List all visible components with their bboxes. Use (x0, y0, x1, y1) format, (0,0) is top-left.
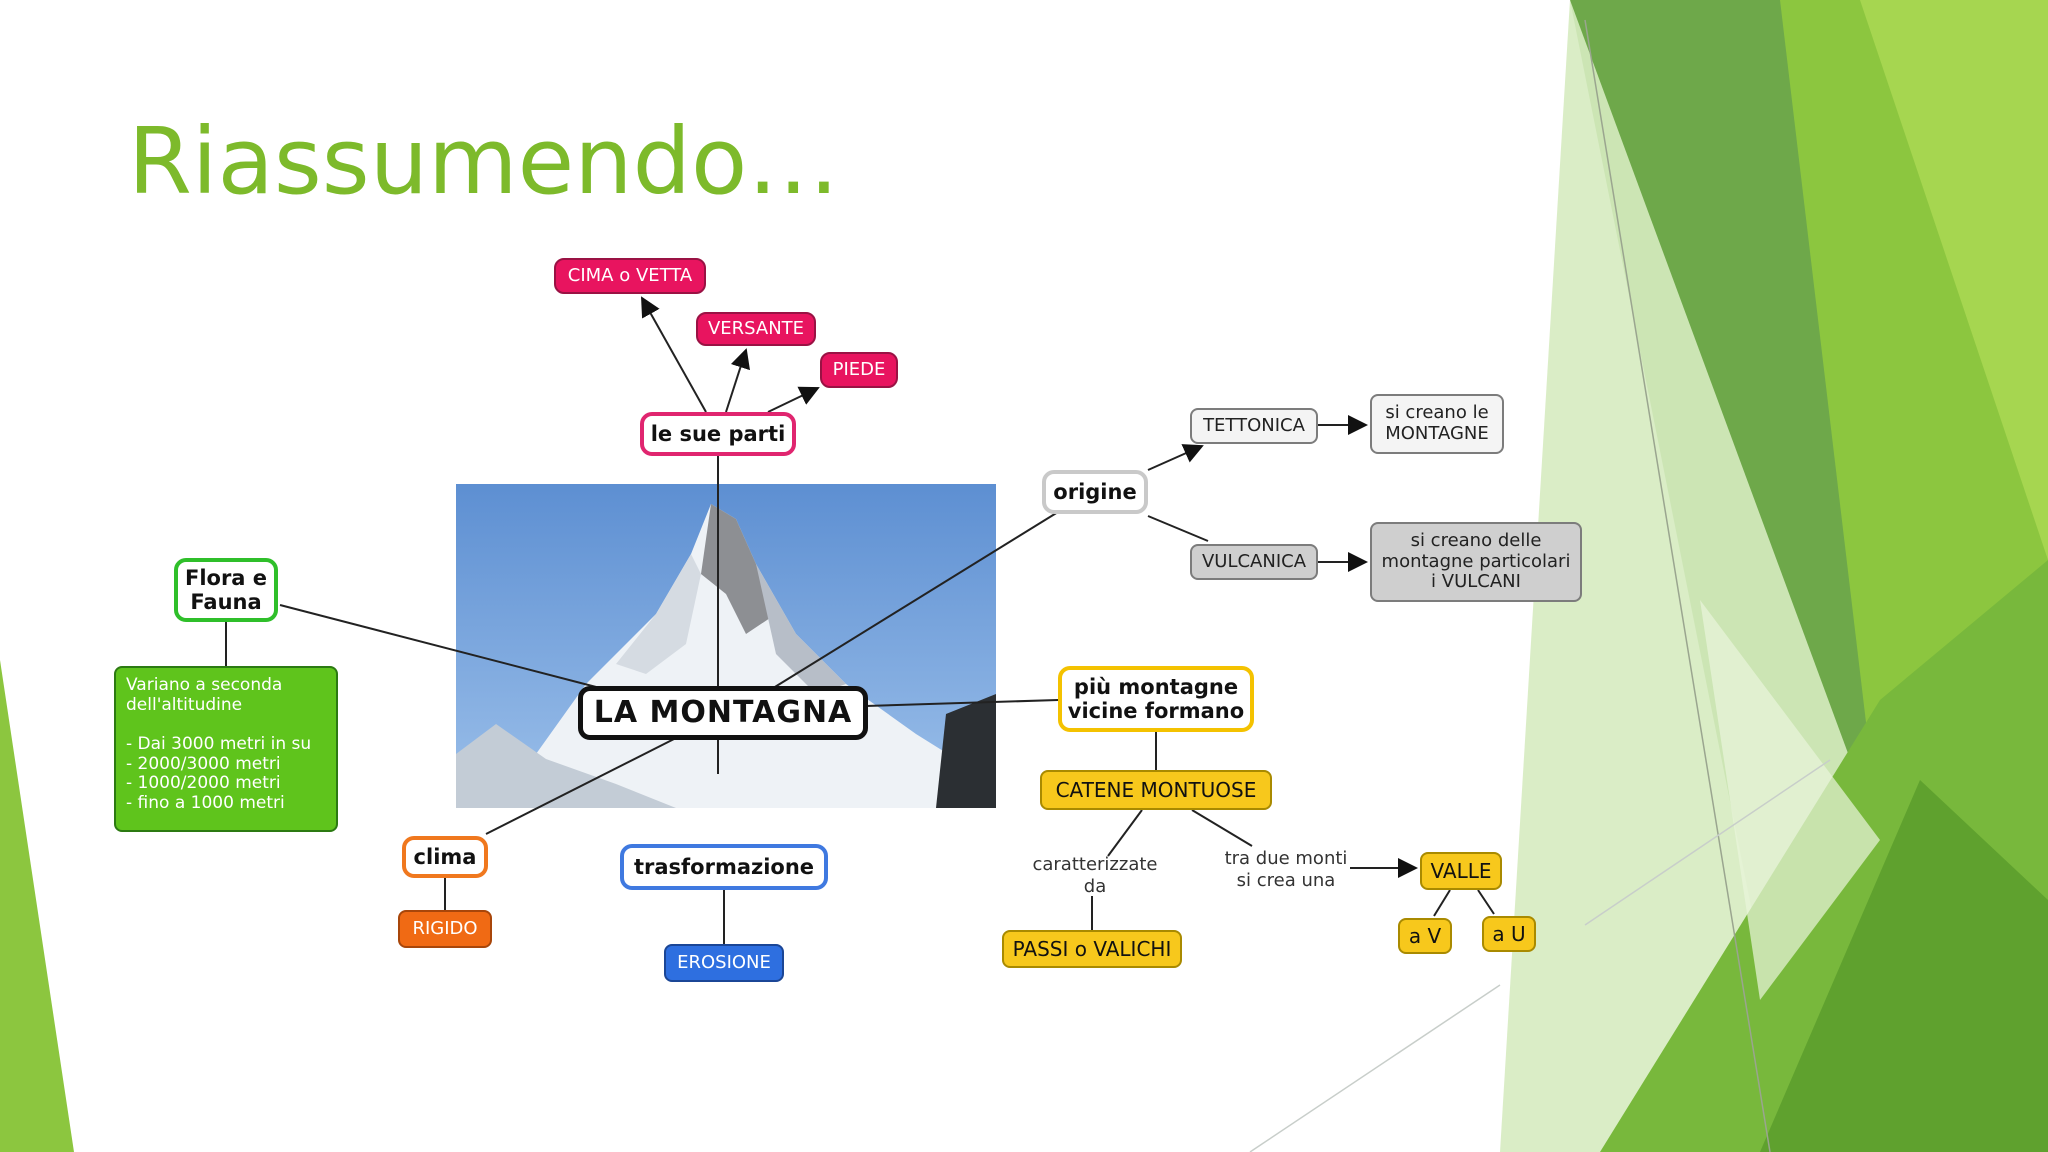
connector-line (1433, 889, 1451, 917)
node-piede: PIEDE (820, 352, 898, 388)
connector-arrow (767, 386, 820, 413)
connector-line (865, 699, 1059, 707)
link-text-line: da (1083, 875, 1107, 897)
decor-line (1584, 759, 1831, 926)
node-origine: origine (1042, 470, 1148, 514)
connector-arrow (725, 348, 750, 413)
node-rigido: RIGIDO (398, 910, 492, 948)
link-caratterizzate: caratterizzate da (1010, 854, 1180, 897)
right-light-shape (1860, 0, 2048, 560)
node-text-line: Fauna (190, 590, 262, 614)
node-text-line: si creano delle (1410, 529, 1542, 551)
node-piu-montagne: più montagne vicine formano (1058, 666, 1254, 732)
node-flora-fauna: Flora e Fauna (174, 558, 278, 622)
connector-arrow (1147, 444, 1204, 471)
link-tra-due-monti: tra due monti si crea una (1206, 848, 1366, 891)
node-text-line: - Dai 3000 metri in su (126, 734, 312, 755)
node-volcanic-result: si creano delle montagne particolari i V… (1370, 522, 1582, 602)
left-accent-shape (0, 660, 74, 1152)
connector-line (769, 511, 1059, 691)
slide-title: Riassumendo… (128, 108, 840, 215)
node-flora-note: Variano a seconda dell'altitudine - Dai … (114, 666, 338, 832)
node-versante: VERSANTE (696, 312, 816, 346)
node-text-line: Flora e (184, 565, 268, 590)
connector-line (1191, 809, 1253, 847)
right-highlight-shape (1700, 600, 1880, 1000)
node-clima: clima (402, 836, 488, 878)
node-catene-montuose: CATENE MONTUOSE (1040, 770, 1272, 810)
node-text-line: - 1000/2000 metri (126, 773, 281, 794)
node-text-line: - fino a 1000 metri (126, 792, 285, 813)
decor-line (1249, 984, 1501, 1152)
node-valle-u: a U (1482, 916, 1536, 952)
node-text-line: montagne particolari (1381, 550, 1571, 572)
node-text-line: Variano a seconda (126, 675, 283, 695)
node-text-line: si creano le (1385, 402, 1489, 424)
node-passi-valichi: PASSI o VALICHI (1002, 930, 1182, 968)
connector-line (279, 604, 601, 689)
node-text-line: vicine formano (1067, 699, 1245, 723)
node-erosione: EROSIONE (664, 944, 784, 982)
node-text-line: più montagne (1073, 674, 1239, 699)
link-text-line: tra due monti (1224, 848, 1348, 869)
node-valle-v: a V (1398, 918, 1452, 954)
node-le-sue-parti: le sue parti (640, 412, 796, 456)
connector-line (1147, 515, 1209, 542)
decor-line (1584, 19, 1771, 1152)
connector-line (1107, 809, 1143, 857)
node-valle: VALLE (1420, 852, 1502, 890)
link-text-line: caratterizzate (1032, 854, 1158, 875)
node-trasformazione: trasformazione (620, 844, 828, 890)
node-vulcanica: VULCANICA (1190, 544, 1318, 580)
node-text-line: - 2000/3000 metri (126, 753, 281, 774)
node-tettonica: TETTONICA (1190, 408, 1318, 444)
node-la-montagna: LA MONTAGNA (578, 686, 868, 740)
connector-line (1477, 889, 1495, 915)
node-cima-vetta: CIMA o VETTA (554, 258, 706, 294)
node-text-line: MONTAGNE (1385, 423, 1489, 444)
connector-line (485, 737, 677, 835)
node-text-line: dell'altitudine (126, 694, 243, 715)
link-text-line: si crea una (1236, 869, 1336, 891)
connector-arrow (641, 296, 707, 413)
node-tectonic-result: si creano le MONTAGNE (1370, 394, 1504, 454)
right-bottom-shape (1760, 780, 2048, 1152)
node-text-line: i VULCANI (1431, 571, 1521, 593)
